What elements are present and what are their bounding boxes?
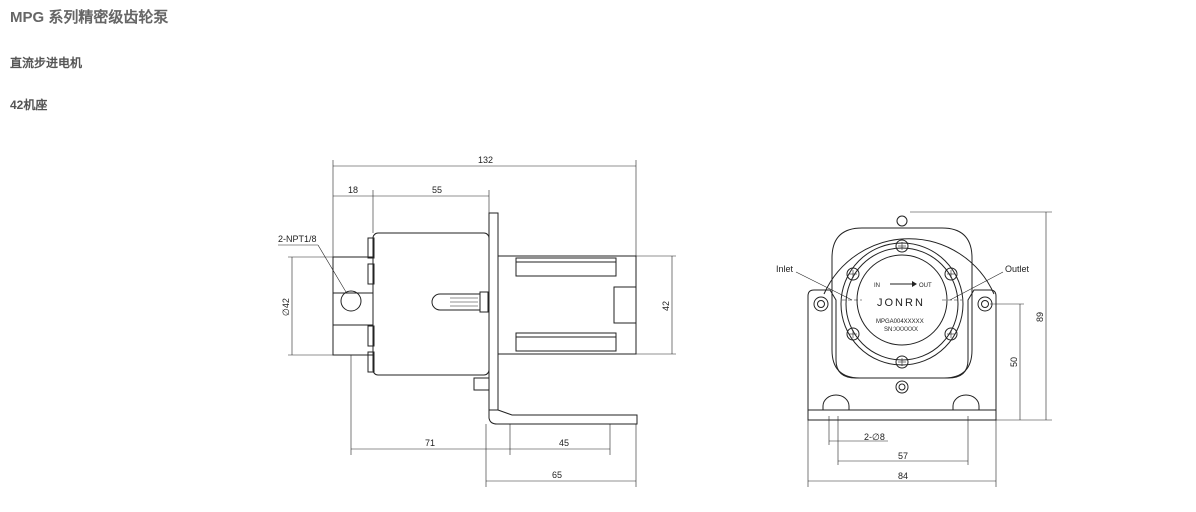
face-screws [846, 239, 958, 369]
serial-number: SN:XXXXXX [884, 327, 918, 333]
motor-type-heading: 直流步进电机 [10, 56, 83, 70]
inlet-label: Inlet [776, 264, 794, 274]
brand-logo: JONRN [877, 297, 925, 309]
mounting-flange [488, 212, 499, 411]
model-number: MPGA004XXXXX [876, 319, 924, 325]
dim-71: 71 [425, 438, 435, 448]
dim-diameter-42: ∅42 [281, 298, 291, 316]
port-label: 2-NPT1/8 [278, 234, 317, 244]
page-title: MPG 系列精密级齿轮泵 [10, 9, 169, 26]
outlet-label: Outlet [1005, 264, 1030, 274]
dim-89: 89 [1035, 312, 1045, 322]
dim-45: 45 [559, 438, 569, 448]
dim-55: 55 [432, 185, 442, 195]
motor-outline-arc [823, 238, 995, 295]
dim-132: 132 [478, 155, 493, 165]
dim-57: 57 [898, 451, 908, 461]
pump-head [332, 256, 374, 356]
flow-in-label: IN [874, 283, 880, 289]
motor-body [497, 255, 637, 355]
foot-slot-left [822, 394, 850, 410]
foot-slot-right [952, 394, 980, 410]
pump-body [372, 232, 490, 376]
port-circle [340, 290, 362, 312]
bracket-foot [488, 409, 638, 425]
pump-flange [831, 227, 973, 379]
frame-size-heading: 42机座 [10, 98, 48, 112]
dim-18: 18 [348, 185, 358, 195]
side-view: 132 18 55 2-NPT1/8 ∅42 42 71 45 65 [278, 155, 676, 487]
shaft [431, 293, 481, 311]
dim-height-42: 42 [661, 301, 671, 311]
flow-out-label: OUT [919, 283, 932, 289]
dim-84: 84 [898, 471, 908, 481]
dim-hole: 2-∅8 [864, 432, 885, 442]
front-view: IN OUT JONRN MPGA004XXXXX SN:XXXXXX Inle… [776, 211, 1052, 487]
front-bracket [807, 289, 997, 421]
dim-50: 50 [1009, 357, 1019, 367]
dim-65: 65 [552, 470, 562, 480]
